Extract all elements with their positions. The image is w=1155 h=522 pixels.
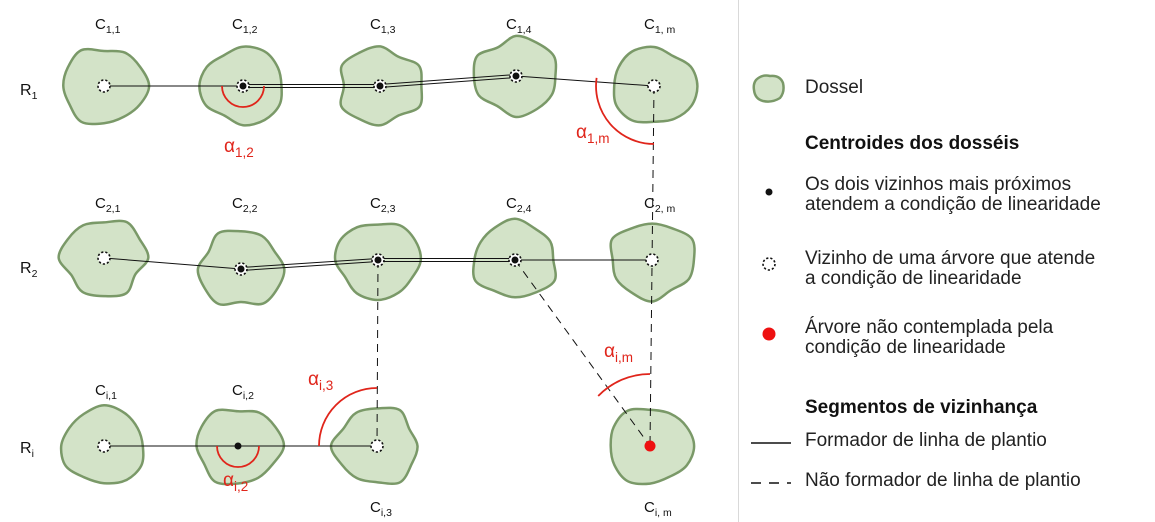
solid-segment [103, 257, 242, 270]
dashed-centroid [97, 79, 111, 93]
angle-arc-1-2 [221, 85, 265, 108]
legend-solid-centroid-icon [765, 188, 773, 196]
row-label: R1 [20, 82, 38, 102]
dashed-centroid [97, 439, 111, 453]
angle-arc-layer [216, 77, 655, 468]
legend-dashed-centroid-text: Vizinho de uma árvore que atende a condi… [805, 249, 1095, 289]
legend-canopy-icon [752, 74, 785, 103]
solid-centroid [237, 265, 245, 273]
row-label: R2 [20, 260, 38, 280]
legend-red-point-text: Árvore não contemplada pela condição de … [805, 318, 1053, 358]
canopy-label: Ci,3 [370, 499, 392, 519]
canopy-label: C2,1 [95, 195, 121, 215]
dashed-segment [649, 85, 655, 447]
legend-solid-line2: atendem a condição de linearidade [805, 194, 1101, 215]
canopy-label: Ci,2 [232, 382, 254, 402]
solid-centroid [511, 256, 519, 264]
solid-centroid [234, 442, 242, 450]
dashed-segment [376, 259, 379, 447]
legend-dashed-line2: a condição de linearidade [805, 268, 1022, 289]
legend-red-point-icon [762, 327, 776, 341]
legend-solid-segment-icon [751, 442, 791, 444]
angle-label: α1,m [576, 122, 610, 146]
legend-dashed-segment-label: Não formador de linha de plantio [805, 470, 1081, 491]
canopy-label: C2,2 [232, 195, 258, 215]
legend-canopy-label: Dossel [805, 77, 864, 98]
angle-label: αi,3 [308, 369, 333, 393]
canopy-label: C1, m [644, 16, 676, 36]
legend-red-line1: Árvore não contemplada pela [805, 317, 1054, 338]
segment [380, 76, 517, 88]
legend: Dossel Centroides dos dosséis Os dois vi… [738, 0, 1155, 522]
segment [240, 258, 378, 269]
angle-arc-i-3 [318, 387, 378, 447]
dashed-centroid [647, 79, 661, 93]
angle-label: αi,m [604, 341, 633, 365]
canopy-label: C1,1 [95, 16, 121, 36]
legend-solid-line1: Os dois vizinhos mais próximos [805, 174, 1072, 195]
dashed-centroid [97, 251, 111, 265]
dashed-centroid [370, 439, 384, 453]
legend-dashed-segment-icon [751, 482, 791, 484]
legend-dashed-line1: Vizinho de uma árvore que atende [805, 248, 1096, 269]
dashed-centroid [645, 253, 659, 267]
canopy-label: C2,4 [506, 195, 532, 215]
canopy-label: C1,3 [370, 16, 396, 36]
canopy-label: C2,3 [370, 195, 396, 215]
canopy-label: C1,4 [506, 16, 532, 36]
legend-red-line2: condição de linearidade [805, 337, 1006, 358]
legend-centroids-heading: Centroides dos dosséis [805, 133, 1020, 154]
centroid-layer [97, 69, 661, 453]
segment-layer [103, 74, 655, 447]
canopy-label: Ci, m [644, 499, 672, 519]
legend-solid-centroid-text: Os dois vizinhos mais próximos atendem a… [805, 175, 1101, 215]
dashed-segment [514, 259, 651, 447]
solid-centroid [239, 82, 247, 90]
angle-arc-i-2 [216, 445, 260, 468]
segment [241, 260, 379, 271]
legend-dashed-centroid-icon [762, 257, 776, 271]
row-label: Ri [20, 440, 34, 460]
canopy-label: Ci,1 [95, 382, 117, 402]
solid-centroid [374, 256, 382, 264]
segment [379, 74, 516, 86]
red-centroid [644, 440, 656, 452]
legend-solid-segment-label: Formador de linha de plantio [805, 430, 1047, 451]
canopy-label: C2, m [644, 195, 676, 215]
angle-arc-1-m [595, 77, 655, 145]
angle-label: α1,2 [224, 136, 254, 160]
solid-segment [515, 75, 655, 87]
angle-arc-i-m [597, 373, 651, 397]
solid-centroid [376, 82, 384, 90]
solid-centroid [512, 72, 520, 80]
canopy-label: C1,2 [232, 16, 258, 36]
legend-segments-heading: Segmentos de vizinhança [805, 397, 1038, 418]
